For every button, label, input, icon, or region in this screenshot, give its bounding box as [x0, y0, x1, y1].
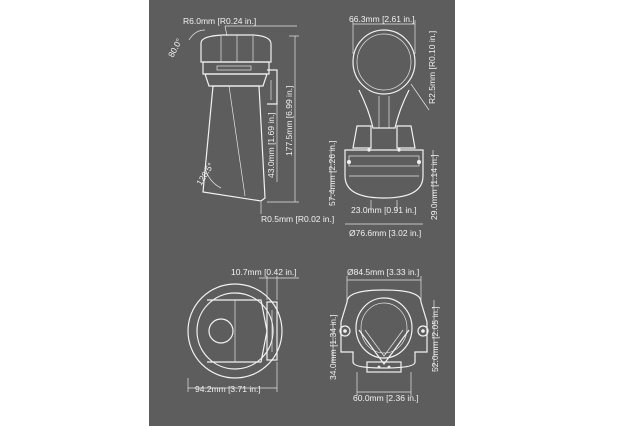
height-left-label: 34.0mm [1.34 in.] [328, 314, 338, 380]
bottom-ring-inner [360, 302, 408, 354]
front-bolt [367, 148, 371, 152]
side-bracket [267, 69, 278, 105]
bottom-ear-right [417, 325, 429, 337]
height-right-label: 29.0mm [1.14 in.] [429, 154, 439, 220]
bottom-v [358, 329, 410, 366]
dim-arc [204, 167, 222, 189]
angle-top-label: 80.0° [166, 37, 184, 59]
radius-bottom-label: R0.5mm [R0.02 in.] [261, 214, 334, 224]
side-cuff-band [216, 65, 252, 71]
height-total-label: 177.5mm [6.99 in.] [284, 86, 294, 156]
dim-arc [188, 29, 206, 41]
width-top-label: Ø84.5mm [3.33 in.] [347, 267, 419, 277]
top-view: 10.7mm [0.42 in.] 94.2mm [3.71 in.] [187, 267, 299, 394]
dim-leader [410, 83, 430, 111]
front-bolt [397, 148, 401, 152]
height-right-label: 52.0mm [2.05 in.] [430, 306, 440, 372]
bottom-ear-left [339, 325, 351, 337]
side-stem [202, 85, 266, 202]
top-arm [207, 299, 268, 363]
drawing-sheet: R6.0mm [R0.24 in.] 80.0° 177.5mm [6.99 i… [149, 0, 455, 426]
front-neck [358, 89, 410, 129]
bottom-hole [421, 329, 425, 333]
bottom-base [366, 361, 402, 373]
bottom-view: Ø84.5mm [3.33 in.] 34.0mm [1.34 in.] 52.… [328, 267, 440, 403]
width-bottom-label: 60.0mm [2.36 in.] [353, 393, 419, 403]
front-lens-inner [356, 33, 412, 91]
bottom-ring [355, 297, 413, 359]
front-plate-right [396, 125, 416, 149]
front-base-band [348, 155, 420, 167]
side-view: R6.0mm [R0.24 in.] 80.0° 177.5mm [6.99 i… [166, 16, 334, 224]
width-top-label: 66.3mm [2.61 in.] [349, 14, 415, 24]
flange-label: 10.7mm [0.42 in.] [231, 267, 297, 277]
front-plate-left [352, 125, 372, 149]
front-base [344, 149, 424, 199]
side-collar [204, 73, 268, 87]
radius-side-label: R2.5mm [R0.10 in.] [427, 31, 437, 104]
side-stem-edge [228, 85, 246, 197]
side-dome [200, 34, 272, 63]
diameter-label: Ø76.6mm [3.02 in.] [349, 228, 421, 238]
front-bolt [417, 160, 421, 164]
front-view: 66.3mm [2.61 in.] R2.5mm [R0.10 in.] 57.… [327, 14, 439, 238]
bottom-housing [340, 289, 428, 369]
bottom-hole [343, 329, 347, 333]
top-outer-ring [187, 283, 283, 379]
top-bracket [266, 301, 278, 361]
width-small-label: 23.0mm [0.91 in.] [351, 205, 417, 215]
angle-bottom-label: 128.5° [194, 161, 216, 187]
radius-top-label: R6.0mm [R0.24 in.] [183, 16, 256, 26]
top-inner-ring [196, 292, 274, 370]
front-lens [352, 29, 416, 95]
bottom-hole [377, 365, 381, 369]
height-stem-label: 43.0mm [1.69 in.] [266, 112, 276, 178]
side-cuff [202, 61, 270, 75]
height-base-label: 57.4mm [2.26 in.] [327, 140, 337, 206]
top-center-boss [208, 318, 234, 344]
bottom-v-inner [364, 329, 404, 357]
dim-leader [224, 25, 228, 37]
bottom-hole [387, 365, 391, 369]
front-bolt [347, 160, 351, 164]
width-label: 94.2mm [3.71 in.] [195, 384, 261, 394]
technical-drawing: R6.0mm [R0.24 in.] 80.0° 177.5mm [6.99 i… [166, 14, 440, 403]
